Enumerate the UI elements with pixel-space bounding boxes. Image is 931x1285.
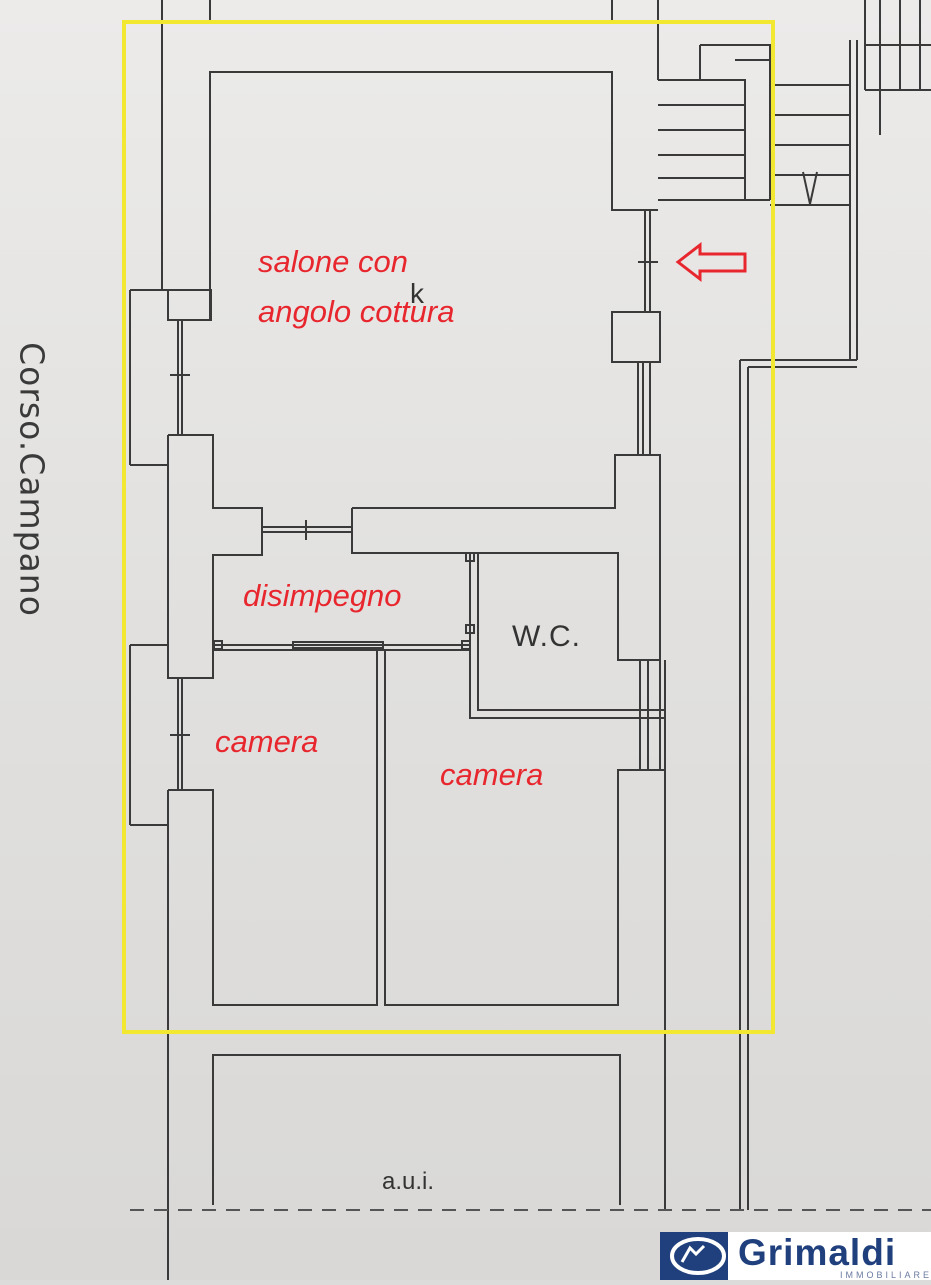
pillar bbox=[167, 289, 212, 321]
room-label-hall: disimpegno bbox=[243, 578, 402, 613]
door-hinge bbox=[213, 640, 223, 650]
door-hinge bbox=[461, 640, 471, 650]
stair-outline bbox=[700, 44, 771, 200]
bedroom-left-wall bbox=[168, 650, 378, 1006]
logo-mark-icon bbox=[660, 1232, 728, 1280]
logo-subtitle: IMMOBILIARE bbox=[840, 1270, 931, 1280]
room-label-living-line2: angolo cottura bbox=[258, 294, 455, 329]
door-hinge bbox=[465, 552, 475, 562]
wall-top bbox=[209, 71, 658, 320]
arrow-left-icon bbox=[675, 241, 747, 283]
partition-wall bbox=[351, 454, 661, 661]
room-label-living-line1: salone con bbox=[258, 244, 408, 279]
street-label: Corso.Campano bbox=[12, 342, 52, 617]
arrow-down-icon bbox=[802, 171, 818, 205]
door-hinge bbox=[465, 624, 475, 634]
wc-label: W.C. bbox=[512, 620, 581, 653]
apartment-highlight bbox=[122, 20, 775, 1034]
door-leaf bbox=[292, 641, 384, 649]
room-label-bedroom-left: camera bbox=[215, 724, 319, 759]
room-label-bedroom-right: camera bbox=[440, 757, 544, 792]
stair-outline bbox=[658, 79, 746, 200]
brand-logo: Grimaldi IMMOBILIARE bbox=[660, 1232, 931, 1280]
wc-wall bbox=[477, 553, 665, 711]
pillar bbox=[611, 311, 661, 363]
aui-wall bbox=[212, 1054, 621, 1205]
wc-wall bbox=[469, 553, 665, 719]
aui-label: a.u.i. bbox=[382, 1168, 435, 1195]
logo-name: Grimaldi bbox=[738, 1232, 897, 1273]
bedroom-right-wall bbox=[384, 650, 665, 1006]
kitchen-mark: k bbox=[410, 278, 424, 309]
